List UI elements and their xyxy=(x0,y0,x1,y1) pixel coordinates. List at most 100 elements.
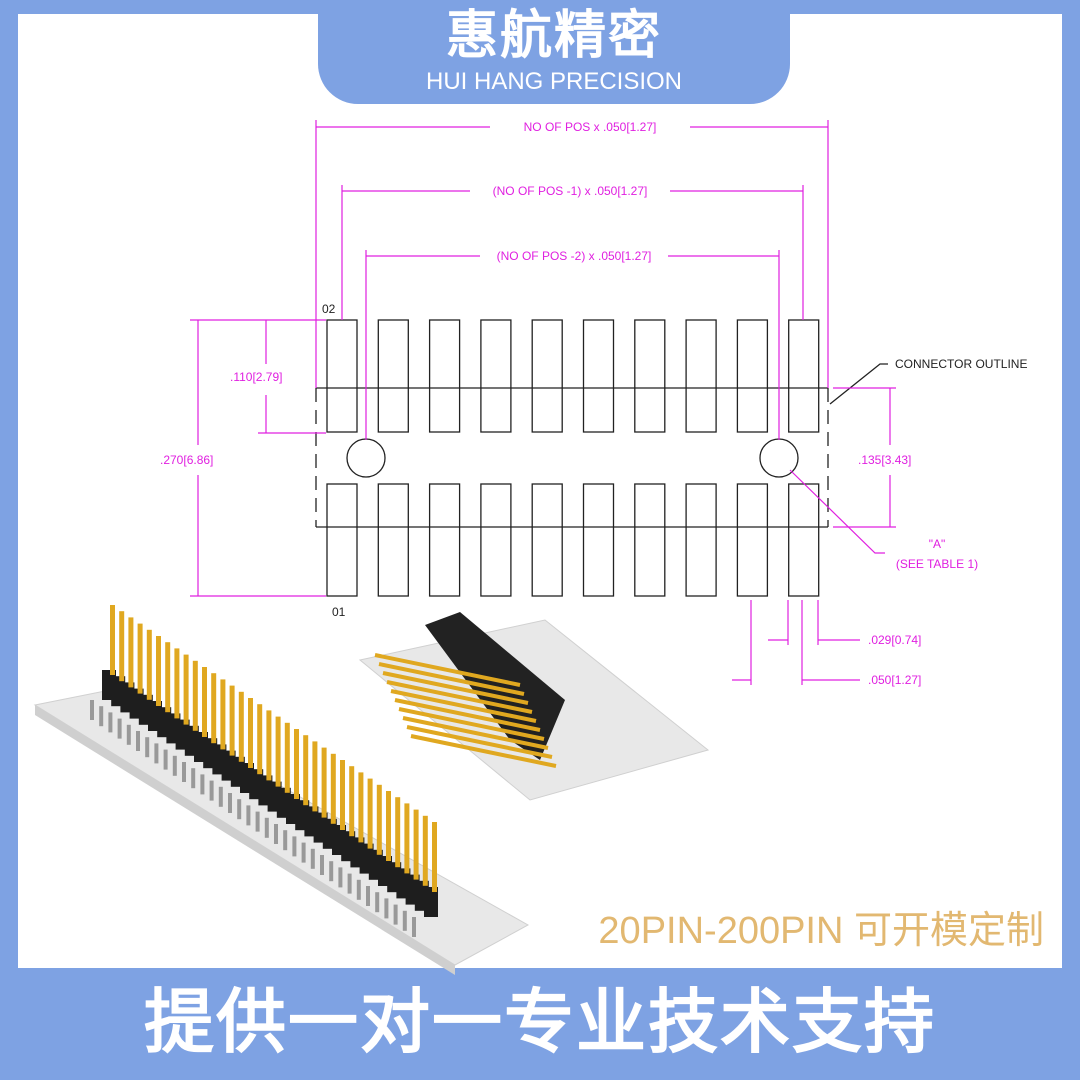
gold-pin xyxy=(367,778,373,849)
gold-pin xyxy=(229,685,235,756)
dim-135: .135[3.43] xyxy=(858,453,911,467)
pin-bottom xyxy=(531,483,563,597)
gold-pin xyxy=(119,611,125,682)
pin-top xyxy=(531,319,563,433)
tail-pin xyxy=(200,774,205,795)
tail-pin xyxy=(264,817,269,838)
tail-pin xyxy=(375,892,380,913)
connector-outline-label: CONNECTOR OUTLINE xyxy=(895,357,1027,371)
pin-top xyxy=(480,319,512,433)
tail-pin xyxy=(136,731,140,751)
pin-top xyxy=(736,319,769,433)
tail-pin xyxy=(228,793,232,813)
tail-pin xyxy=(237,799,242,820)
gold-pin xyxy=(358,772,364,843)
tail-pin xyxy=(99,706,104,727)
gold-pin xyxy=(340,760,345,830)
callout-table: (SEE TABLE 1) xyxy=(896,557,978,571)
tail-pin xyxy=(172,755,177,776)
tail-pin xyxy=(310,848,315,869)
tail-pin xyxy=(347,873,352,894)
gold-pin xyxy=(248,698,253,768)
pin-bottom xyxy=(582,483,615,597)
gold-pin xyxy=(202,667,207,737)
gold-pin xyxy=(192,660,198,731)
gold-pin xyxy=(266,710,272,781)
gold-pin xyxy=(374,653,521,687)
tail-pin xyxy=(283,830,288,851)
tail-pin xyxy=(218,786,223,807)
gold-pin xyxy=(303,735,309,806)
gold-pin xyxy=(386,680,533,714)
pin-bottom xyxy=(480,483,512,597)
gold-pin xyxy=(312,741,318,812)
pin-label-02: 02 xyxy=(322,302,336,316)
tail-pin xyxy=(163,749,168,770)
connector-render-small xyxy=(358,612,710,801)
gold-pin xyxy=(410,734,557,768)
gold-pin xyxy=(321,747,327,818)
gold-pin xyxy=(220,679,226,750)
dim-270: .270[6.86] xyxy=(160,453,213,467)
dim-minus1: (NO OF POS -1) x .050[1.27] xyxy=(493,184,648,198)
dimension-lines xyxy=(190,120,896,685)
pin-top xyxy=(377,319,409,433)
connector-body xyxy=(315,363,888,528)
dim-minus2: (NO OF POS -2) x .050[1.27] xyxy=(497,249,652,263)
gold-pin xyxy=(146,629,152,700)
hole-a-left xyxy=(346,438,386,478)
tail-pin xyxy=(209,780,214,801)
pin-top xyxy=(582,319,615,433)
gold-pin xyxy=(257,704,263,775)
gold-pin xyxy=(174,648,180,719)
gold-pin xyxy=(432,822,437,892)
gold-pin xyxy=(402,716,549,750)
pin-top xyxy=(788,319,820,433)
tail-pin xyxy=(366,886,370,906)
tail-pin xyxy=(191,768,196,789)
gold-pin xyxy=(378,662,525,696)
tail-pin xyxy=(154,743,159,764)
gold-pin xyxy=(294,729,299,799)
tail-pin xyxy=(402,910,407,931)
gold-pin xyxy=(398,707,545,741)
gold-pin xyxy=(376,784,382,855)
tail-pin xyxy=(384,898,389,919)
tail-pin xyxy=(117,718,122,739)
tail-pin xyxy=(90,700,94,720)
pin-outlines xyxy=(326,319,820,597)
gold-pin xyxy=(137,623,143,694)
pin-top xyxy=(428,319,461,433)
dim-110: .110[2.79] xyxy=(230,370,283,384)
tail-pin xyxy=(145,737,150,758)
tail-pin xyxy=(338,867,343,888)
gold-pin xyxy=(238,691,244,762)
pin-top xyxy=(326,319,358,433)
pin-range-promo: 20PIN-200PIN 可开模定制 xyxy=(598,910,1044,952)
tail-pin xyxy=(412,917,416,937)
gold-pin xyxy=(275,716,281,787)
dim-total: NO OF POS x .050[1.27] xyxy=(524,120,657,134)
gold-pin xyxy=(156,636,161,706)
pin-bottom xyxy=(685,483,717,597)
gold-pin xyxy=(211,673,217,744)
gold-pin xyxy=(406,725,553,759)
pin-bottom xyxy=(326,483,358,597)
pin-label-01: 01 xyxy=(332,605,346,619)
gold-pin xyxy=(404,803,410,874)
support-slogan: 提供一对一专业技术支持 xyxy=(144,981,936,1063)
pin-bottom xyxy=(377,483,409,597)
gold-pin xyxy=(394,698,541,732)
tail-pin xyxy=(182,762,186,782)
gold-pin xyxy=(422,815,428,886)
tail-pin xyxy=(274,824,278,844)
brand-name-en: HUI HANG PRECISION xyxy=(425,68,683,95)
tail-pin xyxy=(356,879,361,900)
tail-pin xyxy=(320,855,324,875)
dim-050: .050[1.27] xyxy=(868,673,921,687)
hole-a-right xyxy=(759,438,799,478)
tail-pin xyxy=(301,842,306,863)
pin-top xyxy=(685,319,717,433)
gold-pin xyxy=(128,617,134,688)
